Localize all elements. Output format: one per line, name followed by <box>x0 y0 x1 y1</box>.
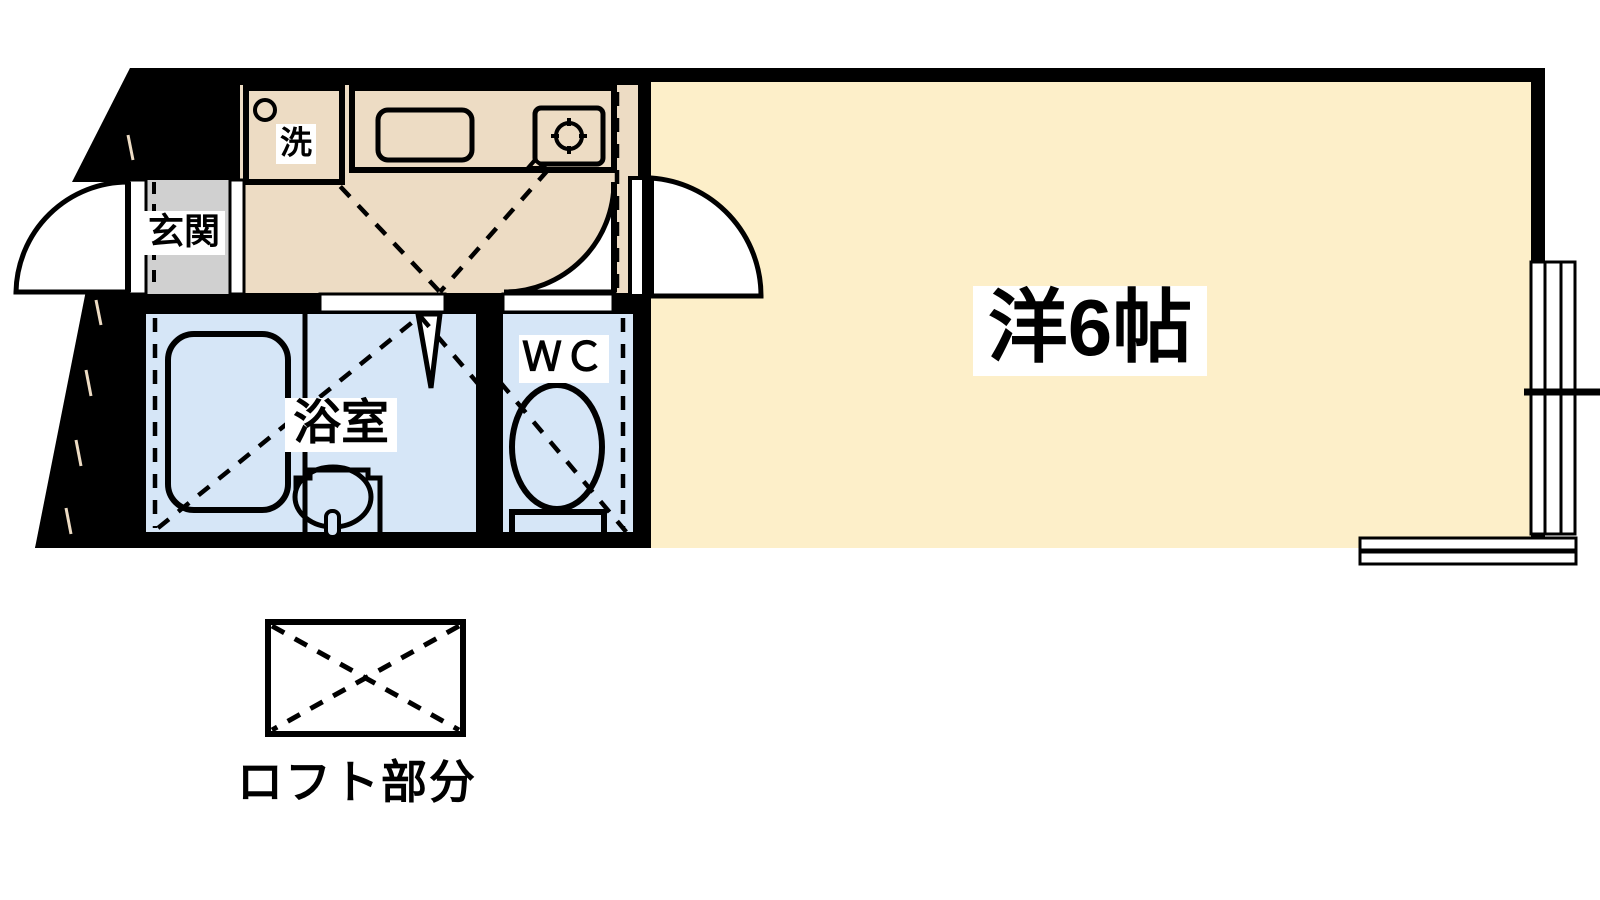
bathroom-folding-door[interactable] <box>415 311 443 389</box>
washing-machine-space <box>243 85 345 185</box>
kitchen-interior-door[interactable] <box>503 181 617 295</box>
toilet-bowl <box>509 382 607 532</box>
right-wall-window <box>1524 260 1600 536</box>
washer-label: 洗 <box>280 124 312 160</box>
bathroom-label: 浴室 <box>293 397 389 450</box>
entrance-label-group: 玄関 <box>143 211 225 255</box>
kitchen-counter <box>349 85 617 173</box>
washer-drain-icon <box>253 98 277 122</box>
main-room-label: 洋6帖 <box>988 283 1193 372</box>
bathroom[interactable] <box>146 311 482 539</box>
wash-basin <box>292 464 383 539</box>
toilet-label-group: ＷＣ <box>519 335 609 383</box>
bottom-wall-window <box>1358 536 1578 566</box>
bathtub <box>165 331 291 513</box>
bathroom-door-sill <box>318 292 447 314</box>
loft-caption: ロフト部分 <box>237 756 477 808</box>
toilet-label: ＷＣ <box>522 336 606 380</box>
washer-label-group: 洗 <box>276 124 316 164</box>
wall-hatch-ticks <box>64 134 135 535</box>
loft-diagram <box>265 619 466 737</box>
entrance-door[interactable] <box>13 179 131 295</box>
gas-stove <box>532 105 606 167</box>
bathroom-label-group: 浴室 <box>285 397 397 452</box>
loft-outline-dashed-wc <box>498 318 635 542</box>
toilet-door-sill <box>501 292 615 314</box>
entrance-label: 玄関 <box>148 211 220 252</box>
kitchen-sink <box>375 107 475 163</box>
main-room-entry-door[interactable] <box>628 175 764 299</box>
main-room-label-group: 洋6帖 <box>973 283 1207 376</box>
